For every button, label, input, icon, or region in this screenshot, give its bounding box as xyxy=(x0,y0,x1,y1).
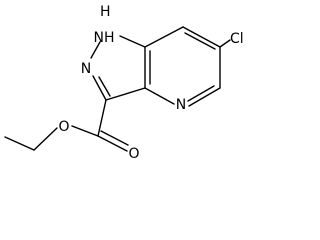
atom-label-nh: NH xyxy=(94,30,115,46)
bond-c5-n4 xyxy=(188,87,221,107)
atom-label-o-ester: O xyxy=(58,119,69,135)
bond-o-ch2 xyxy=(33,127,58,151)
bond-n1-n2 xyxy=(90,41,101,59)
atom-label-cl: Cl xyxy=(230,31,244,47)
bond-c5-n4-double xyxy=(187,85,215,102)
bond-c7a-c7 xyxy=(144,26,184,48)
atom-label-o-carbonyl: O xyxy=(128,146,139,162)
atom-label-n-pyridine: N xyxy=(176,97,186,113)
bond-c7-c6 xyxy=(182,26,221,48)
bonds xyxy=(4,26,231,152)
bond-n2-c3 xyxy=(92,75,107,101)
bond-carbonyl-o-double-a xyxy=(97,135,128,152)
bond-c6-cl xyxy=(219,39,231,48)
bond-c3-carbonyl xyxy=(97,99,107,137)
bond-c7-c6-double xyxy=(184,32,216,50)
atom-label-h: H xyxy=(100,4,111,20)
bond-c7a-n1 xyxy=(119,35,146,48)
bond-n4-c3a xyxy=(144,87,175,105)
chemical-structure: H NH N N Cl O O xyxy=(4,4,244,162)
bond-carbonyl-o-double-b xyxy=(100,130,129,146)
bond-c3-c3a xyxy=(105,87,146,101)
bond-ch2-ch3 xyxy=(4,136,35,151)
atom-labels: H NH N N Cl O O xyxy=(58,4,243,162)
bond-carbonyl-o-ester xyxy=(71,125,99,137)
atom-label-n-pyrazole: N xyxy=(81,61,91,77)
bond-n2-c3-double xyxy=(98,76,111,97)
